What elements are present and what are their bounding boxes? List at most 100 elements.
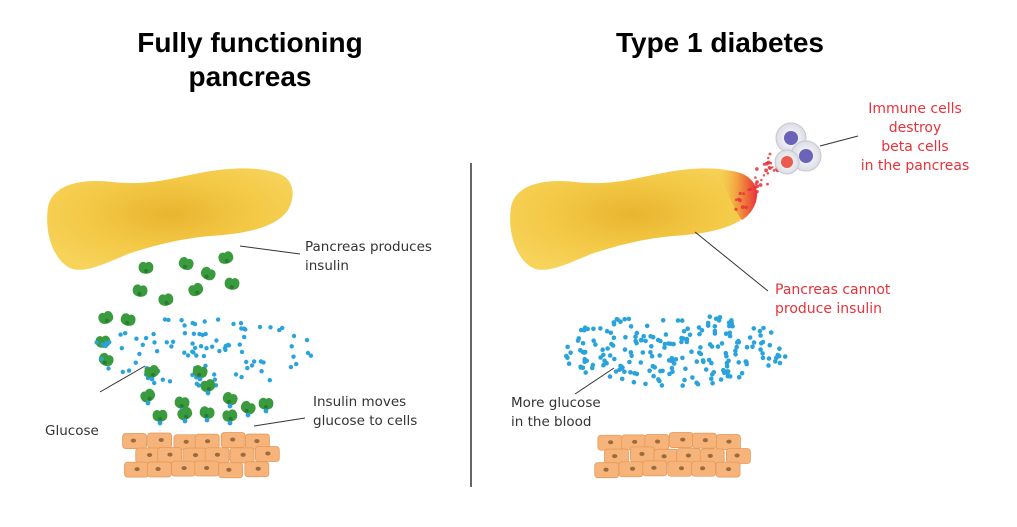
- glucose-dot: [239, 349, 245, 355]
- glucose-dot: [723, 331, 729, 337]
- body-cell: [194, 433, 220, 450]
- glucose-dot: [657, 353, 662, 358]
- glucose-dot: [668, 341, 673, 347]
- glucose-dot: [190, 320, 195, 326]
- glucose-dot: [684, 339, 690, 345]
- glucose-dot: [239, 374, 244, 380]
- glucose-dot: [638, 337, 644, 343]
- glucose-dot: [245, 412, 251, 418]
- glucose-dot: [685, 326, 690, 332]
- glucose-dot: [700, 358, 706, 363]
- glucose-dot: [618, 319, 623, 325]
- glucose-dot: [643, 381, 648, 387]
- glucose-dot: [648, 334, 653, 339]
- attack-dot: [766, 161, 769, 165]
- body-cell: [135, 447, 161, 464]
- attack-dot: [737, 198, 742, 203]
- glucose-dot: [197, 376, 203, 382]
- glucose-dot: [697, 331, 702, 337]
- glucose-dot: [134, 336, 139, 341]
- glucose-dot: [151, 331, 156, 337]
- glucose-dot: [777, 346, 782, 352]
- glucose-dot: [169, 344, 174, 349]
- body-cell: [147, 432, 173, 449]
- glucose-dot: [623, 335, 628, 340]
- glucose-dot: [619, 376, 625, 382]
- insulin-molecule: [174, 396, 190, 409]
- glucose-dot: [204, 346, 209, 351]
- glucose-dot: [614, 316, 620, 322]
- glucose-dot: [239, 326, 244, 331]
- glucose-dot: [758, 347, 763, 352]
- glucose-dot: [227, 420, 233, 426]
- body-cell: [194, 460, 220, 477]
- glucose-dot: [601, 362, 606, 368]
- immune-label-line3: beta cells: [881, 139, 949, 155]
- glucose-dot: [252, 359, 257, 364]
- glucose-dot: [593, 342, 598, 347]
- glucose-dot: [651, 373, 656, 379]
- insulin-molecule: [200, 266, 216, 281]
- glucose-dot: [680, 383, 685, 388]
- more-glucose-line2: in the blood: [511, 414, 592, 430]
- glucose-dot: [249, 363, 255, 368]
- glucose-dot: [766, 363, 771, 368]
- body-cell: [604, 448, 629, 465]
- glucose-dot: [662, 345, 667, 350]
- body-cell: [691, 460, 717, 477]
- body-cell: [667, 460, 693, 477]
- attack-dot: [769, 161, 773, 165]
- glucose-dot: [182, 323, 187, 328]
- glucose-dot: [641, 333, 646, 339]
- glucose-dot: [137, 351, 142, 357]
- glucose-dot: [739, 370, 745, 376]
- glucose-dot: [198, 344, 204, 349]
- glucose-dot: [750, 344, 755, 350]
- glucose-dot: [598, 326, 603, 331]
- glucose-dot: [607, 353, 613, 358]
- glucose-dot: [613, 369, 619, 374]
- glucose-dot: [154, 349, 160, 354]
- attack-dot: [758, 183, 763, 187]
- left-title: Fully functioning pancreas: [100, 26, 400, 94]
- glucose-dot: [657, 378, 662, 384]
- glucose-dot: [258, 359, 264, 364]
- glucose-dot: [649, 353, 655, 359]
- glucose-dot: [679, 339, 684, 345]
- insulin-molecule: [222, 391, 238, 406]
- glucose-dot: [644, 323, 650, 329]
- glucose-dot: [99, 356, 104, 361]
- glucose-dot: [237, 342, 242, 347]
- glucose-dot: [662, 341, 668, 347]
- body-cell: [254, 446, 280, 462]
- pancreas-right: [510, 168, 756, 270]
- glucose-dot: [612, 356, 617, 362]
- insulin-molecule: [120, 313, 136, 326]
- glucose-dot: [627, 359, 632, 365]
- glucose-dot: [152, 380, 157, 386]
- body-cell: [220, 432, 246, 448]
- glucose-dot: [179, 318, 184, 323]
- body-cell: [204, 447, 230, 464]
- glucose-dot: [622, 316, 627, 322]
- attack-dot: [762, 162, 766, 166]
- glucose-dot: [698, 351, 704, 357]
- attack-dot: [755, 184, 760, 189]
- body-cells-left: [122, 432, 280, 479]
- glucose-dot: [673, 357, 679, 362]
- attack-dot: [742, 192, 746, 196]
- glucose-dot: [578, 365, 584, 370]
- glucose-dot: [182, 331, 188, 336]
- glucose-dot: [669, 356, 675, 361]
- insulin-molecule: [144, 365, 160, 378]
- immune-label-line4: in the pancreas: [860, 158, 970, 174]
- glucose-dot: [244, 359, 249, 365]
- glucose-dot: [152, 340, 157, 345]
- glucose-dot: [713, 316, 719, 322]
- attack-dot: [755, 189, 759, 194]
- glucose-dot: [243, 327, 248, 332]
- glucose-dot: [744, 344, 750, 350]
- glucose-dot: [123, 331, 128, 336]
- glucose-dot: [585, 326, 590, 332]
- glucose-dot: [721, 367, 726, 373]
